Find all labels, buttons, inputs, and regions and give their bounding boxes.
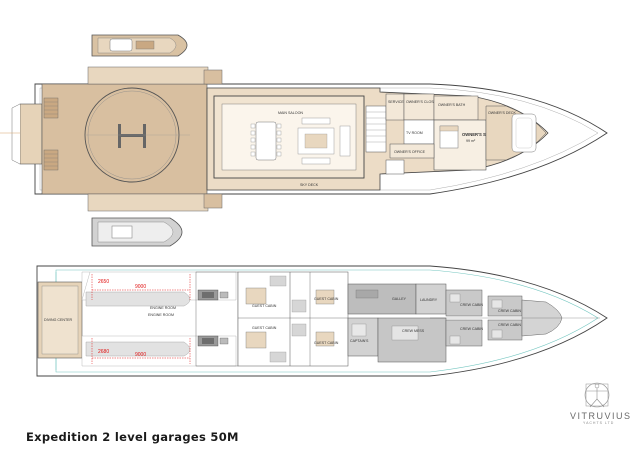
helipad [84,87,190,183]
vitruvius-logo-icon [584,382,610,408]
brand-name: VITRUVIUS [570,411,632,421]
lounge-sofas [297,117,351,165]
tender-bottom [91,217,183,247]
dim-width-top: 9000 [135,284,146,290]
lower-deck-plan: DIVING CENTER 2650 9000 2680 9000 ENGINE… [36,265,608,377]
crew-cabin-4-label: CREW CABIN [498,323,521,327]
engine-starboard [197,335,229,347]
dim-height-bottom: 2680 [98,349,109,355]
laundry [415,283,447,315]
dimension-bottom: 2680 9000 [91,338,191,364]
main-saloon-label: MAIN SALOON [278,111,303,115]
tv-room-label: TV ROOM [406,131,423,135]
crew-cabin-2-label: CREW CABIN [460,327,483,331]
dim-height-top: 2650 [98,279,109,285]
dim-width-bottom: 9000 [135,352,146,358]
crew-cabin-3-label: CREW CABIN [498,309,521,313]
service-area-label: SERVICE AREA [388,100,415,104]
brand-subtitle: YACHTS LTD [583,421,615,425]
captains-label: CAPTAIN'S [350,339,369,343]
diving-center-label: DIVING CENTER [44,318,73,322]
drawing-caption: Expedition 2 level garages 50M [26,430,239,444]
galley [347,283,417,315]
crew-mess-label: CREW MESS [402,329,425,333]
captains-cabin [347,317,379,357]
engine-port [197,289,229,301]
stair-core [365,105,387,153]
upper-deck-plan: MAIN SALOON SERVICE AREA OWNER'S CLOSET [0,34,608,247]
engine-room-label-top: ENGINE ROOM [150,306,176,310]
owners-suite-label: OWNER'S SUITE [462,132,496,137]
owners-office-label: OWNER'S OFFICE [394,150,426,154]
crew-cabin-1-label: CREW CABIN [460,303,483,307]
aft-deck [41,83,208,195]
owners-suite-area: 99 m² [466,139,476,143]
dimension-top: 2650 9000 [91,274,191,300]
owners-closet-label: OWNER'S CLOSET [406,100,439,104]
guest-cabin-4-label: GUEST CABIN [314,341,339,345]
tender-top [91,34,188,57]
stern-platform [19,103,43,165]
dining-table [250,121,282,161]
laundry-label: LAUNDRY [420,298,438,302]
guest-cabin-3-label: GUEST CABIN [314,297,339,301]
owners-deck-label: OWNER'S DECK [488,111,516,115]
owners-bath-label: OWNER'S BATH [438,103,466,107]
engine-room-label-bottom: ENGINE ROOM [148,313,174,317]
sky-deck-label: SKY DECK [300,183,319,187]
guest-cabin-1-label: GUEST CABIN [252,304,277,308]
galley-label: GALLEY [392,297,407,301]
guest-cabin-2-label: GUEST CABIN [252,326,277,330]
